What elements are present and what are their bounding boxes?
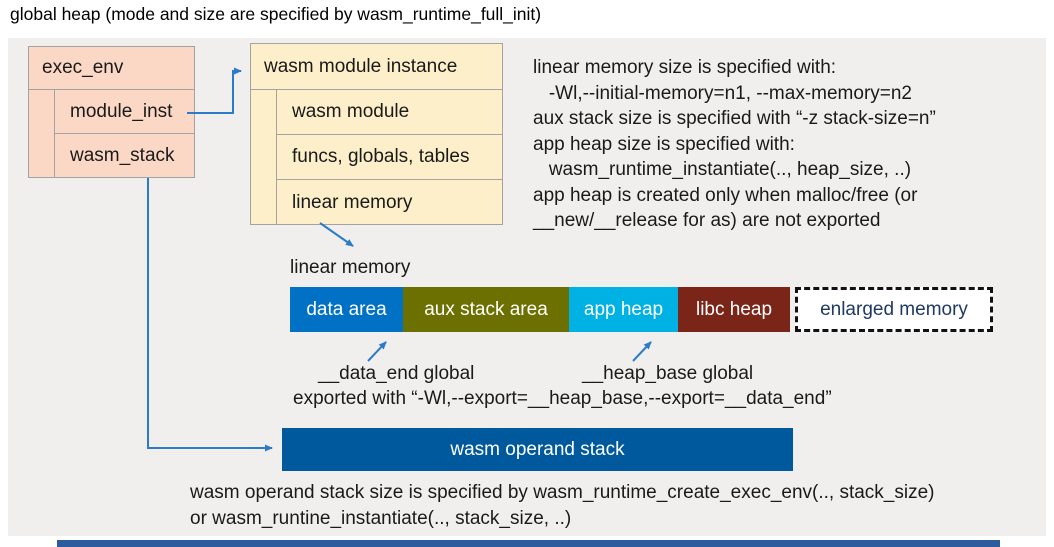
segment-label: libc heap: [695, 298, 773, 320]
exported-flags-label: exported with “-Wl,--export=__heap_base,…: [293, 388, 832, 409]
note-line: app heap is created only when malloc/fre…: [533, 184, 918, 206]
segment-enlarged-memory: enlarged memory: [795, 287, 993, 332]
page-title: global heap (mode and size are specified…: [10, 4, 542, 24]
heap-base-global-label: __heap_base global: [582, 363, 754, 384]
footer-note-line: or wasm_runtine_instantiate(.., stack_si…: [190, 508, 572, 529]
note-line: -Wl,--initial-memory=n1, --max-memory=n2: [533, 82, 912, 104]
wasm-module-instance-box: wasm module instance wasm module funcs, …: [250, 43, 503, 225]
wasm-operand-stack-bar: wasm operand stack: [282, 428, 793, 471]
note-line: app heap size is specified with:: [533, 133, 795, 155]
note-line: aux stack size is specified with “-z sta…: [533, 108, 936, 129]
segment-app-heap: app heap: [569, 287, 678, 332]
exec-env-header: exec_env: [29, 47, 194, 90]
segment-label: aux stack area: [424, 298, 548, 320]
note-line: wasm_runtime_instantiate(.., heap_size, …: [533, 159, 912, 180]
note-line: linear memory size is specified with:: [533, 57, 837, 78]
exec-env-box: exec_env module_inst wasm_stack: [28, 46, 195, 178]
instance-row-linear-memory: linear memory: [276, 180, 502, 225]
exec-env-row-module-inst: module_inst: [54, 90, 194, 134]
note-line: __new/__release for as) are not exported: [533, 210, 881, 231]
exec-env-row-wasm-stack: wasm_stack: [54, 134, 194, 178]
segment-libc-heap: libc heap: [678, 287, 790, 332]
linker-notes: linear memory size is specified with: -W…: [533, 55, 936, 234]
segment-label: enlarged memory: [820, 298, 968, 320]
bottom-accent-bar: [57, 540, 1000, 547]
segment-label: data area: [306, 298, 387, 320]
segment-label: app heap: [583, 298, 664, 320]
wasm-module-instance-header: wasm module instance: [251, 44, 502, 90]
segment-aux-stack-area: aux stack area: [403, 287, 569, 332]
instance-row-wasm-module: wasm module: [276, 90, 502, 135]
footer-note-line: wasm operand stack size is specified by …: [190, 482, 935, 503]
segment-data-area: data area: [290, 287, 403, 332]
linear-memory-label: linear memory: [290, 257, 411, 278]
instance-row-funcs-globals-tables: funcs, globals, tables: [276, 135, 502, 180]
operand-stack-label: wasm operand stack: [450, 438, 625, 460]
data-end-global-label: __data_end global: [318, 363, 475, 384]
